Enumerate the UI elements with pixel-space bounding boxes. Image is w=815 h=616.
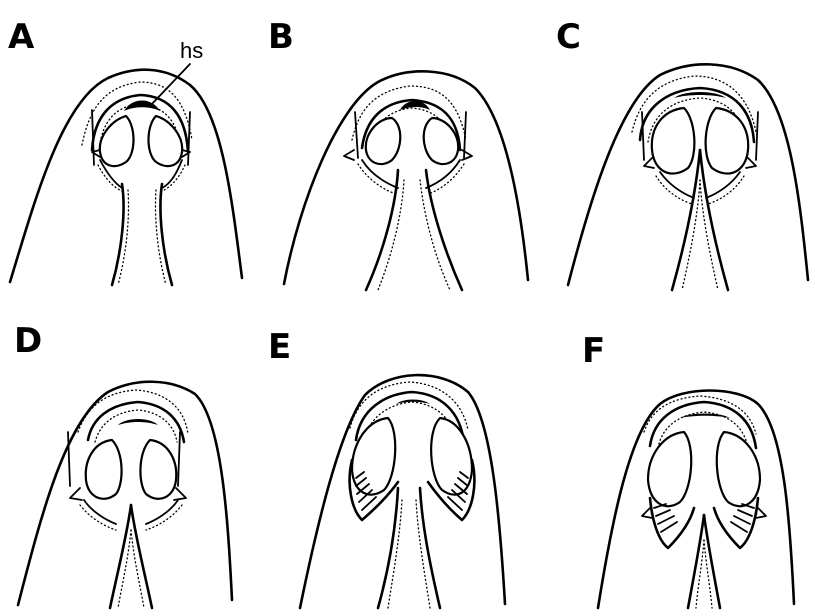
panel-label-a: A bbox=[8, 17, 35, 57]
panel-label-d: D bbox=[14, 321, 42, 361]
panel-label-f: F bbox=[582, 331, 605, 371]
panel-label-c: C bbox=[556, 17, 581, 57]
panel-c: C bbox=[556, 17, 808, 290]
panel-f: F bbox=[582, 331, 794, 608]
panel-b: B bbox=[268, 17, 528, 290]
panel-label-b: B bbox=[268, 17, 294, 57]
annotation-hs: hs bbox=[180, 38, 203, 63]
panel-label-e: E bbox=[268, 327, 291, 367]
panel-d: D bbox=[14, 321, 232, 608]
panel-a: A hs bbox=[8, 17, 242, 285]
panel-e: E bbox=[268, 327, 505, 608]
